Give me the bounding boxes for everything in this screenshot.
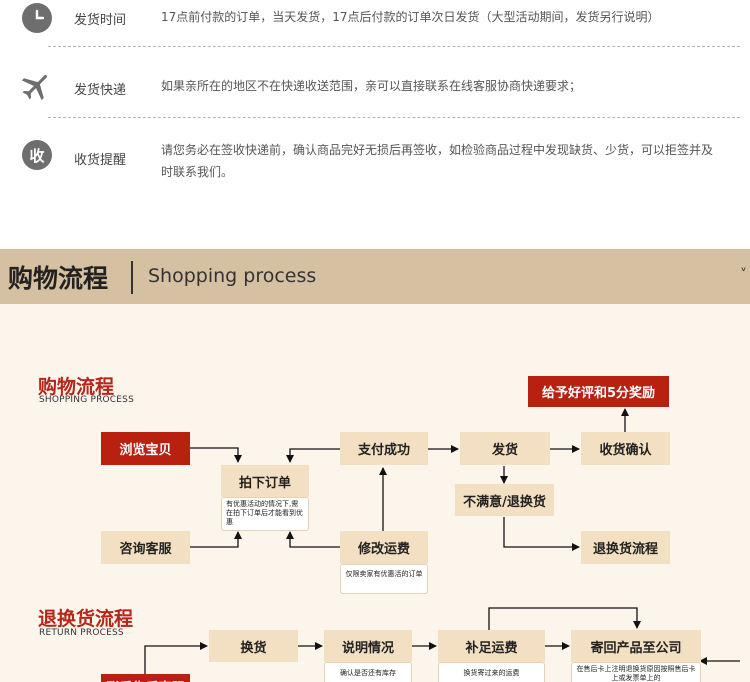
shipping-fee-note: 换货寄过来的运费 (438, 662, 545, 682)
divider (48, 117, 740, 118)
modify-shipping-note: 仅限卖家有优惠活的订单 (340, 564, 428, 594)
payment-success-box: 支付成功 (340, 432, 428, 465)
info-label: 发货快递 (74, 83, 127, 98)
return-flow-box: 退换货流程 (581, 531, 670, 564)
send-back-box: 寄回产品至公司 (571, 630, 701, 662)
ship-box: 发货 (460, 432, 550, 465)
banner-subtitle: Shopping process (148, 265, 317, 287)
info-text: 17点前付款的订单，当天发货，17点后付款的订单次日发货（大型活动期间，发货另行… (161, 10, 660, 24)
airplane-icon (20, 70, 52, 102)
send-back-note: 在售后卡上注明退换货原因按照售后卡上或发票单上的 (571, 662, 701, 682)
explain-situation-box: 说明情况 (324, 630, 412, 662)
review-reward-box: 给予好评和5分奖励 (528, 376, 669, 407)
modify-shipping-box: 修改运费 (340, 531, 428, 564)
clock-icon (22, 3, 52, 33)
info-label: 收货提醒 (74, 153, 127, 168)
contact-service-box: 联系售后客服 (101, 674, 190, 682)
divider (48, 46, 740, 47)
shopping-process-subtitle: SHOPPING PROCESS (39, 395, 135, 405)
browse-items-box: 浏览宝贝 (101, 432, 190, 465)
explain-situation-note: 确认是否还有库存 (324, 662, 412, 682)
section-banner: 购物流程 Shopping process ˅ (0, 249, 750, 304)
return-process-subtitle: RETURN PROCESS (39, 628, 124, 638)
unsatisfied-return-box: 不满意/退换货 (455, 484, 554, 516)
shipping-fee-box: 补足运费 (438, 630, 545, 662)
exchange-box: 换货 (209, 630, 298, 662)
return-process-title: 退换货流程 (38, 608, 134, 630)
info-text: 请您务必在签收快递前，确认商品完好无损后再签收，如检验商品过程中发现缺货、少货，… (161, 143, 714, 179)
place-order-box: 拍下订单 (221, 465, 309, 497)
receive-badge-icon: 收 (22, 140, 52, 170)
consult-service-box: 咨询客服 (101, 531, 190, 564)
info-label: 发货时间 (74, 13, 127, 28)
banner-title: 购物流程 (8, 264, 109, 293)
confirm-receipt-box: 收货确认 (581, 432, 670, 465)
banner-divider (131, 261, 133, 294)
chevron-down-icon[interactable]: ˅ (740, 267, 747, 283)
info-text: 如果亲所在的地区不在快递收送范围，亲可以直接联系在线客服协商快递要求； (161, 79, 582, 93)
shopping-process-title: 购物流程 (38, 376, 115, 398)
place-order-note: 有优惠活动的情况下,需在拍下订单后才能看到优惠 (221, 497, 309, 531)
